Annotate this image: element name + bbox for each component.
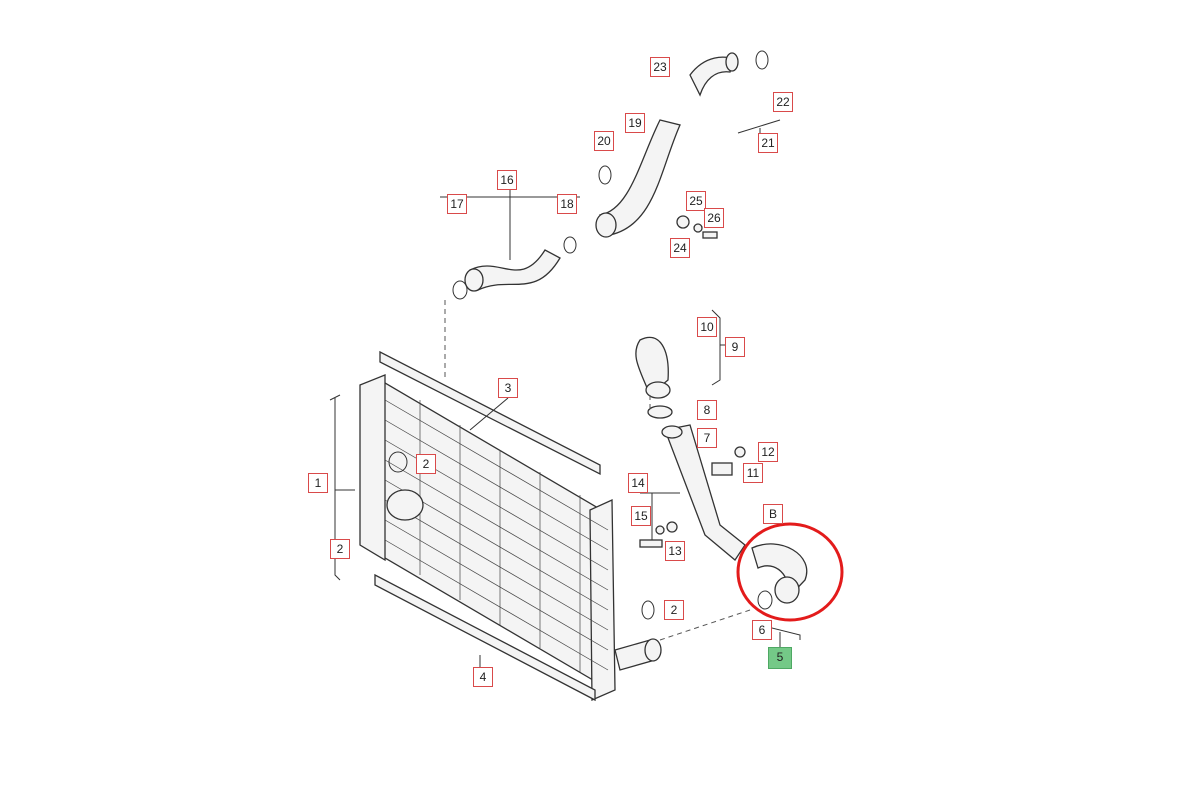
- callout-12: 12: [758, 442, 778, 462]
- callout-14: 14: [628, 473, 648, 493]
- callout-21: 21: [758, 133, 778, 153]
- callout-2-lower: 2: [664, 600, 684, 620]
- lower-air-guide: [374, 573, 596, 702]
- callout-B: B: [763, 504, 783, 524]
- callout-25: 25: [686, 191, 706, 211]
- callout-2-left: 2: [330, 539, 350, 559]
- upper-elbow-pipe: [689, 56, 736, 97]
- callout-6: 6: [752, 620, 772, 640]
- throttle-elbow-pipe: [635, 336, 669, 397]
- callout-17: 17: [447, 194, 467, 214]
- callout-1: 1: [308, 473, 328, 493]
- callout-19: 19: [625, 113, 645, 133]
- callout-24: 24: [670, 238, 690, 258]
- callout-10: 10: [697, 317, 717, 337]
- charge-air-pipe: [664, 424, 746, 561]
- upper-charge-hose: [469, 249, 561, 291]
- callout-4: 4: [473, 667, 493, 687]
- callout-8: 8: [697, 400, 717, 420]
- callout-20: 20: [594, 131, 614, 151]
- callout-11: 11: [743, 463, 763, 483]
- highlight-circle: [736, 522, 844, 622]
- callout-7: 7: [697, 428, 717, 448]
- callout-2-upper: 2: [416, 454, 436, 474]
- callout-9: 9: [725, 337, 745, 357]
- callout-18: 18: [557, 194, 577, 214]
- callout-23: 23: [650, 57, 670, 77]
- callout-22: 22: [773, 92, 793, 112]
- callout-3: 3: [498, 378, 518, 398]
- intercooler-core: [359, 374, 616, 701]
- callout-5-highlighted: 5: [768, 647, 792, 669]
- left-hose-connector: [386, 489, 424, 521]
- callout-16: 16: [497, 170, 517, 190]
- callout-15: 15: [631, 506, 651, 526]
- callout-26: 26: [704, 208, 724, 228]
- corrugated-pipe: [599, 119, 681, 236]
- callout-13: 13: [665, 541, 685, 561]
